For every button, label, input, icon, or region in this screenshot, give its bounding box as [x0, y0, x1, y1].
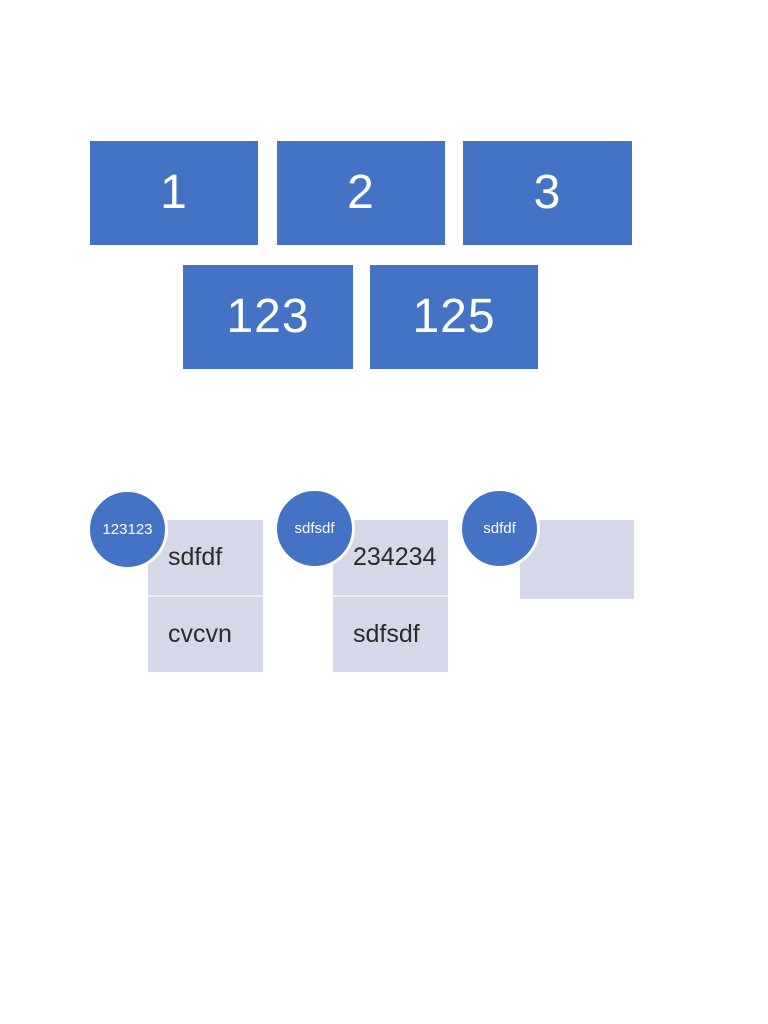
- shape-rect-125[interactable]: 125: [370, 265, 538, 369]
- circle-badge-1-label: 123123: [102, 521, 153, 538]
- circle-badge-3[interactable]: sdfdf: [459, 488, 540, 569]
- circle-badge-2[interactable]: sdfsdf: [274, 488, 355, 569]
- detail-box-2-cell-top: 234234: [353, 543, 437, 571]
- circle-badge-1[interactable]: 123123: [87, 489, 168, 570]
- shape-rect-123-label: 123: [226, 290, 310, 343]
- detail-box-1-cell-bottom: cvcvn: [148, 595, 263, 672]
- detail-box-2[interactable]: 234234 sdfsdf: [333, 520, 448, 672]
- shape-rect-125-label: 125: [412, 290, 496, 343]
- shape-rect-123[interactable]: 123: [183, 265, 353, 369]
- shape-rect-1[interactable]: 1: [90, 141, 258, 245]
- shape-rect-2-label: 2: [347, 166, 375, 219]
- circle-badge-3-label: sdfdf: [483, 520, 516, 537]
- detail-box-1-cell-top: sdfdf: [168, 543, 223, 571]
- shape-rect-2[interactable]: 2: [277, 141, 445, 245]
- detail-box-1[interactable]: sdfdf cvcvn: [148, 520, 263, 672]
- detail-box-2-cell-bottom: sdfsdf: [333, 595, 448, 672]
- shape-rect-3-label: 3: [533, 166, 562, 219]
- shape-rect-3[interactable]: 3: [463, 141, 632, 245]
- shape-rect-1-label: 1: [160, 166, 188, 219]
- circle-badge-2-label: sdfsdf: [294, 520, 335, 537]
